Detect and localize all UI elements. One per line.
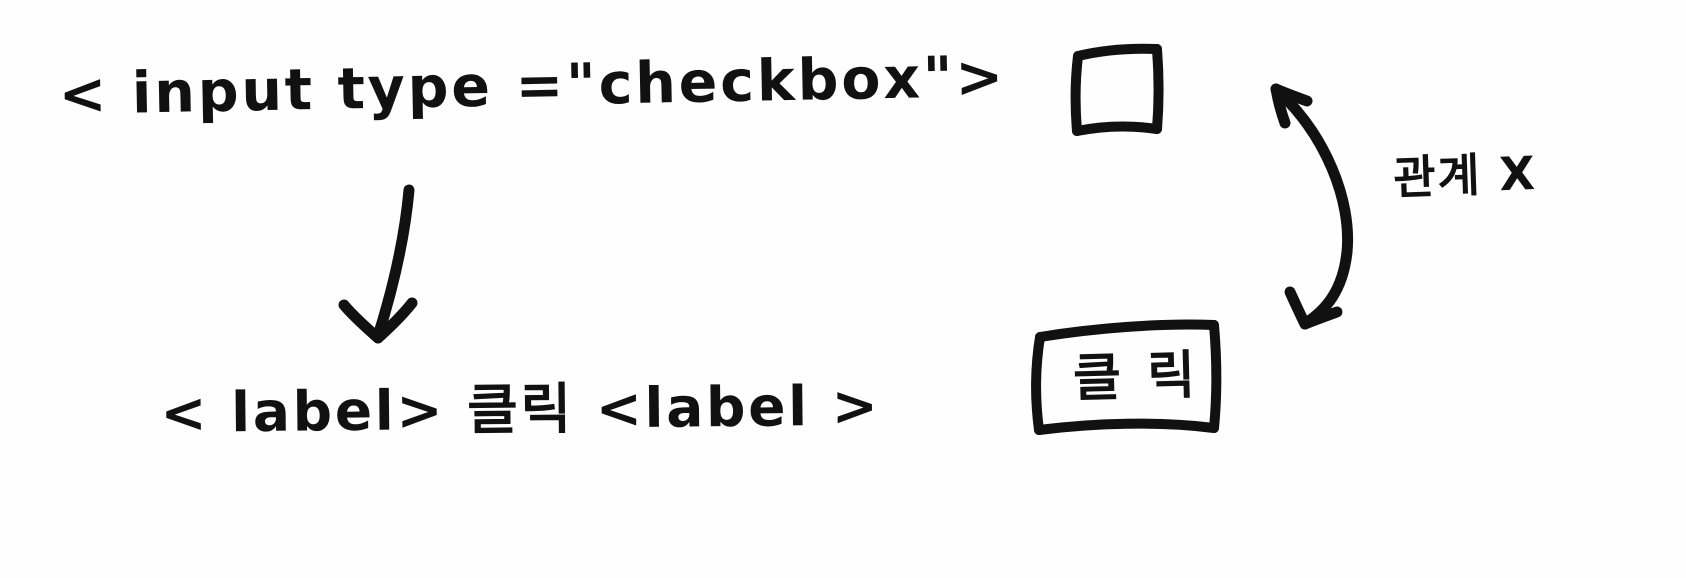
double-headed-curved-arrow-icon [1270,83,1354,330]
empty-checkbox-square-icon[interactable] [1070,43,1164,136]
label-tag-text: < label> 클릭 <label > [160,373,881,445]
input-tag-text: < input type ="checkbox"> [58,43,1007,128]
relation-note-text: 관계 X [1392,145,1538,205]
click-box-text: 클 릭 [1072,345,1201,409]
down-arrow-icon [338,184,418,344]
